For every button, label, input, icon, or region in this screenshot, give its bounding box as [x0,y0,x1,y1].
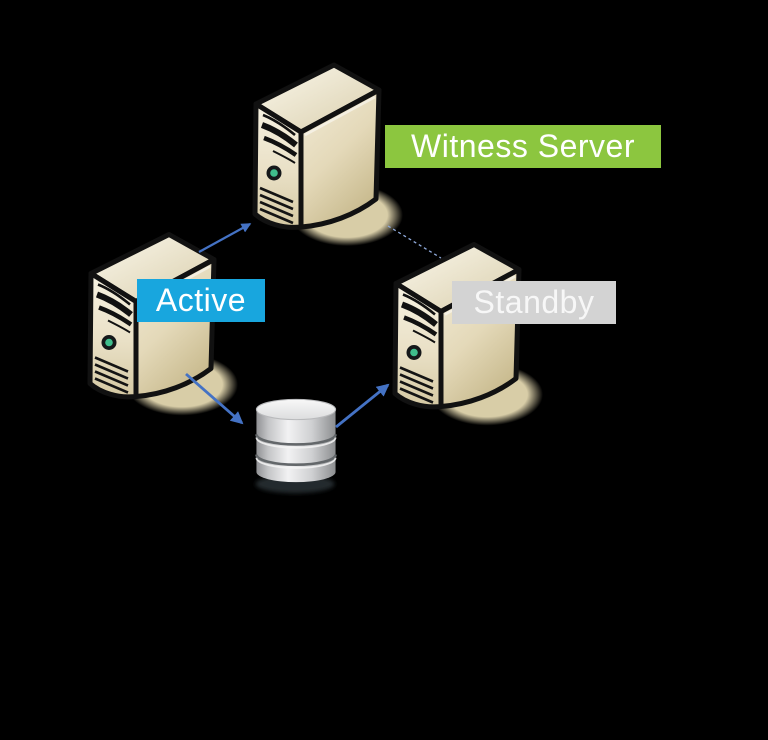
database-cylinder-graphic [255,398,337,494]
active-server-icon [78,222,238,427]
vent-lines [259,186,294,225]
server-tower-graphic [252,62,403,246]
drive-slots [260,113,298,164]
witness-server-icon [243,55,403,255]
database-top [255,398,337,421]
witness-server-label: Witness Server [385,125,661,168]
vent-lines [399,366,434,404]
standby-server-icon [383,232,543,437]
database-icon [250,388,342,500]
server-tower-graphic [87,232,238,416]
power-led [105,338,113,347]
drive-slots [400,293,438,344]
power-led [270,169,278,177]
vent-lines [94,356,129,394]
drive-slots [95,283,133,334]
standby-label: Standby [452,281,616,324]
server-tower-graphic [392,242,543,426]
active-label: Active [137,279,265,322]
connector-storage-to-standby [335,383,390,429]
power-led [410,348,418,357]
